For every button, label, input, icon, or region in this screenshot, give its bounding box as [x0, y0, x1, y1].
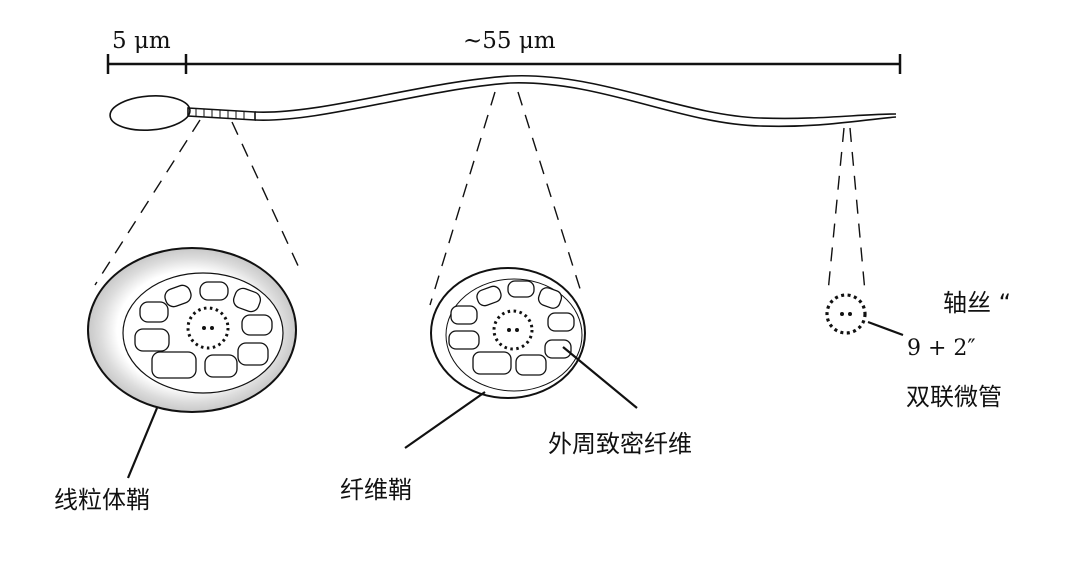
sperm-head	[109, 95, 191, 131]
leader-outer-dense-fibers	[562, 346, 638, 409]
sperm-neck	[187, 107, 256, 121]
label-fibrous-sheath: 纤维鞘	[340, 476, 412, 504]
leader-mitochondrial-sheath	[126, 407, 159, 479]
scale-label-tail: ~55 μm	[463, 28, 556, 54]
leader-axoneme	[867, 320, 904, 337]
label-mitochondrial-sheath: 线粒体鞘	[54, 486, 150, 514]
label-axoneme-subtitle: 双联微管	[906, 383, 1002, 411]
scale-bar	[106, 54, 902, 74]
leader-lines	[126, 320, 904, 479]
mitochondrial-sheath-section	[87, 247, 297, 413]
sperm-midpiece-hatching	[195, 108, 245, 119]
axoneme-section	[825, 293, 867, 335]
scale-label-head: 5 μm	[112, 28, 171, 54]
fibrous-sheath-section	[430, 267, 586, 399]
label-axoneme-pattern: 9 + 2″	[907, 336, 976, 361]
sperm-outline	[109, 74, 897, 131]
label-axoneme-title: 轴丝 “	[943, 289, 1012, 317]
sperm-tail-upper	[254, 74, 897, 120]
leader-fibrous-sheath	[404, 391, 486, 449]
projection-lines	[94, 91, 866, 306]
sperm-tail-lower	[254, 82, 897, 128]
label-outer-dense-fibers: 外周致密纤维	[548, 430, 692, 458]
